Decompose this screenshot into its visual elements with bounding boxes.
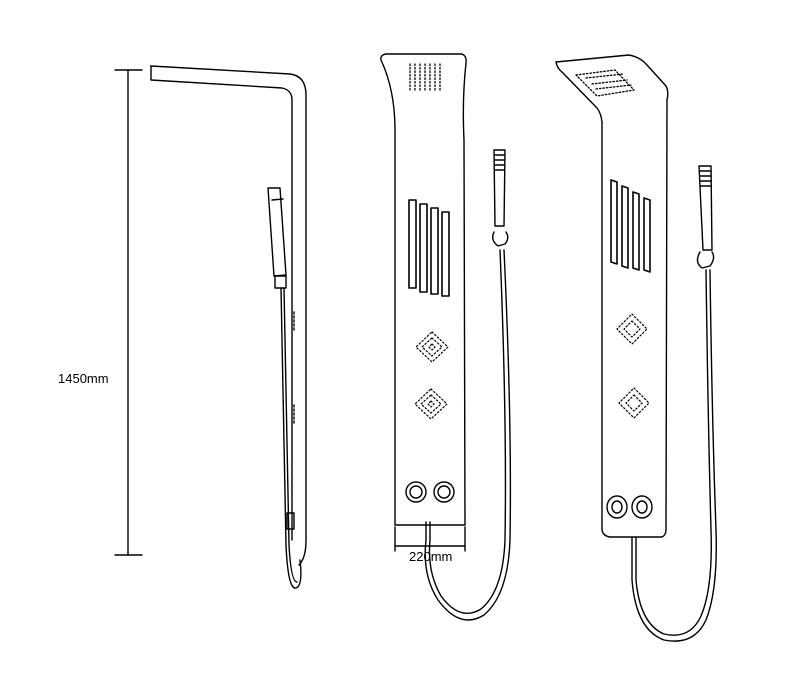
- height-label: 1450mm: [58, 371, 109, 386]
- head-nozzles: [409, 63, 441, 93]
- side-view: [150, 65, 307, 589]
- body-jet-lower: [414, 388, 448, 420]
- head-nozzles: [575, 69, 635, 97]
- control-knobs: [606, 495, 653, 519]
- height-dimension: [114, 69, 143, 556]
- body-jet-upper: [616, 313, 648, 345]
- body-jet-upper: [415, 331, 449, 363]
- control-knobs: [405, 481, 455, 503]
- perspective-view: [555, 54, 717, 642]
- front-view: [380, 53, 512, 621]
- body-jet-lower: [618, 387, 650, 419]
- vertical-slots: [408, 199, 450, 297]
- vertical-slots: [610, 179, 651, 273]
- width-label: 220mm: [409, 549, 453, 564]
